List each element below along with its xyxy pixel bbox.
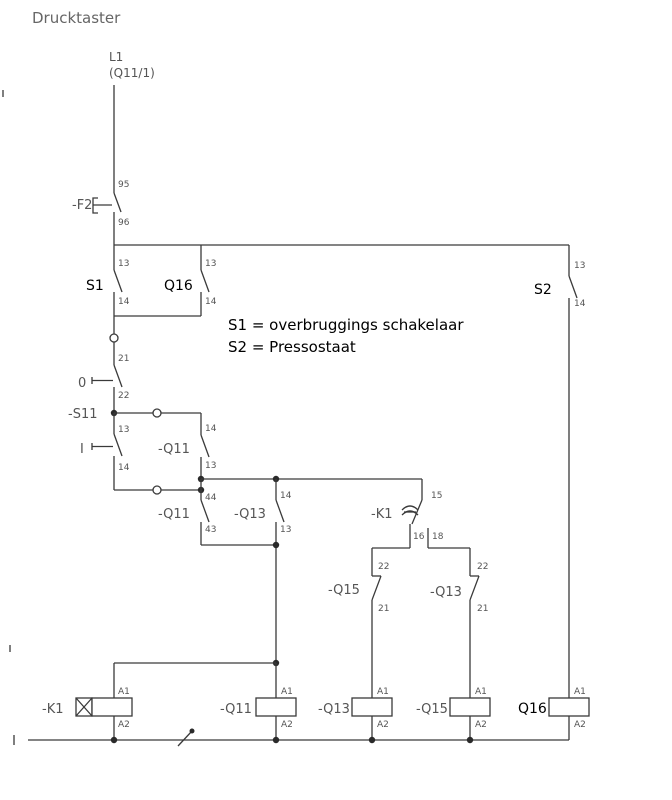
q16-parallel-contact (114, 245, 210, 317)
pin: 13 (118, 259, 129, 269)
q11-interlock-tag: -Q11 (158, 507, 190, 522)
pin: 13 (280, 525, 291, 535)
q15-nc-contact (371, 548, 382, 688)
pin: 14 (118, 297, 130, 307)
pin: 96 (118, 218, 130, 228)
q11-coil (255, 697, 297, 717)
pin: 16 (413, 532, 425, 542)
pin-a2: A2 (281, 720, 293, 730)
q13-coil-tag: -Q13 (318, 702, 350, 717)
q16-coil (548, 697, 590, 717)
s11-tag: -S11 (68, 407, 98, 422)
pin: 13 (118, 425, 129, 435)
pin-a1: A1 (118, 687, 130, 697)
junction-dot (368, 736, 376, 744)
q11-coil-tag: -Q11 (220, 702, 252, 717)
q11-interlock-contact (200, 490, 276, 546)
s1-bypass-switch (113, 245, 123, 334)
k1-coil-tag: -K1 (42, 702, 64, 717)
terminal-circle (152, 408, 162, 418)
pin-a2: A2 (118, 720, 130, 730)
off-pushbutton (91, 342, 123, 413)
pin: 13 (205, 461, 216, 471)
pin: 22 (118, 391, 129, 401)
on-pushbutton (91, 413, 123, 490)
q11-contact-tag: -Q11 (158, 442, 190, 457)
pin: 18 (432, 532, 444, 542)
pin-a2: A2 (377, 720, 389, 730)
terminal-circle (152, 485, 162, 495)
pin-a1: A1 (574, 687, 586, 697)
junction-dot (272, 736, 280, 744)
q15-nc-tag: -Q15 (328, 583, 360, 598)
q13-nc-tag: -Q13 (430, 585, 462, 600)
pin: 44 (205, 493, 217, 503)
junction-dot (110, 736, 118, 744)
pin: 14 (205, 297, 217, 307)
q13-nc-contact (469, 548, 480, 688)
on-tag: I (80, 442, 84, 457)
pin: 21 (118, 354, 129, 364)
diagram-title: Drucktaster (32, 9, 121, 27)
pin-a1: A1 (377, 687, 389, 697)
pin: 43 (205, 525, 216, 535)
pin-a2: A2 (574, 720, 586, 730)
q15-coil-tag: -Q15 (416, 702, 448, 717)
pin: 13 (574, 261, 585, 271)
pin: 21 (477, 604, 488, 614)
pin: 14 (280, 491, 292, 501)
note-s1: S1 = overbruggings schakelaar (228, 316, 464, 334)
pin: 14 (574, 299, 586, 309)
k1-timer-coil (75, 697, 133, 717)
off-tag: 0 (78, 376, 86, 391)
f2-overload-contact (92, 192, 122, 245)
pin-a1: A1 (475, 687, 487, 697)
supply-sublabel: (Q11/1) (109, 66, 155, 80)
s1-tag: S1 (86, 278, 104, 294)
q16-coil-tag: Q16 (518, 701, 547, 717)
junction-dot (272, 541, 280, 549)
pin: 15 (431, 491, 442, 501)
q13-contact (275, 479, 285, 663)
s2-tag: S2 (534, 282, 552, 298)
pin: 22 (477, 562, 488, 572)
note-s2: S2 = Pressostaat (228, 338, 356, 356)
q11-holding-contact (200, 413, 210, 479)
k1-contact-tag: -K1 (371, 507, 393, 522)
terminal-circle (109, 333, 119, 343)
pin: 22 (378, 562, 389, 572)
s2-pressostat (568, 245, 578, 688)
neutral-line (13, 716, 570, 747)
pin-a2: A2 (475, 720, 487, 730)
q13-coil (351, 697, 393, 717)
pin: 14 (118, 463, 130, 473)
junction-dot (466, 736, 474, 744)
pin: 13 (205, 259, 216, 269)
k1-timer-contact (372, 479, 470, 549)
pin: 14 (205, 424, 217, 434)
q13-contact-tag: -Q13 (234, 507, 266, 522)
q15-coil (449, 697, 491, 717)
q16-contact-tag: Q16 (164, 278, 193, 294)
pin: 95 (118, 180, 129, 190)
pin: 21 (378, 604, 389, 614)
pin-a1: A1 (281, 687, 293, 697)
supply-label: L1 (109, 50, 123, 64)
f2-tag: -F2 (72, 198, 92, 213)
